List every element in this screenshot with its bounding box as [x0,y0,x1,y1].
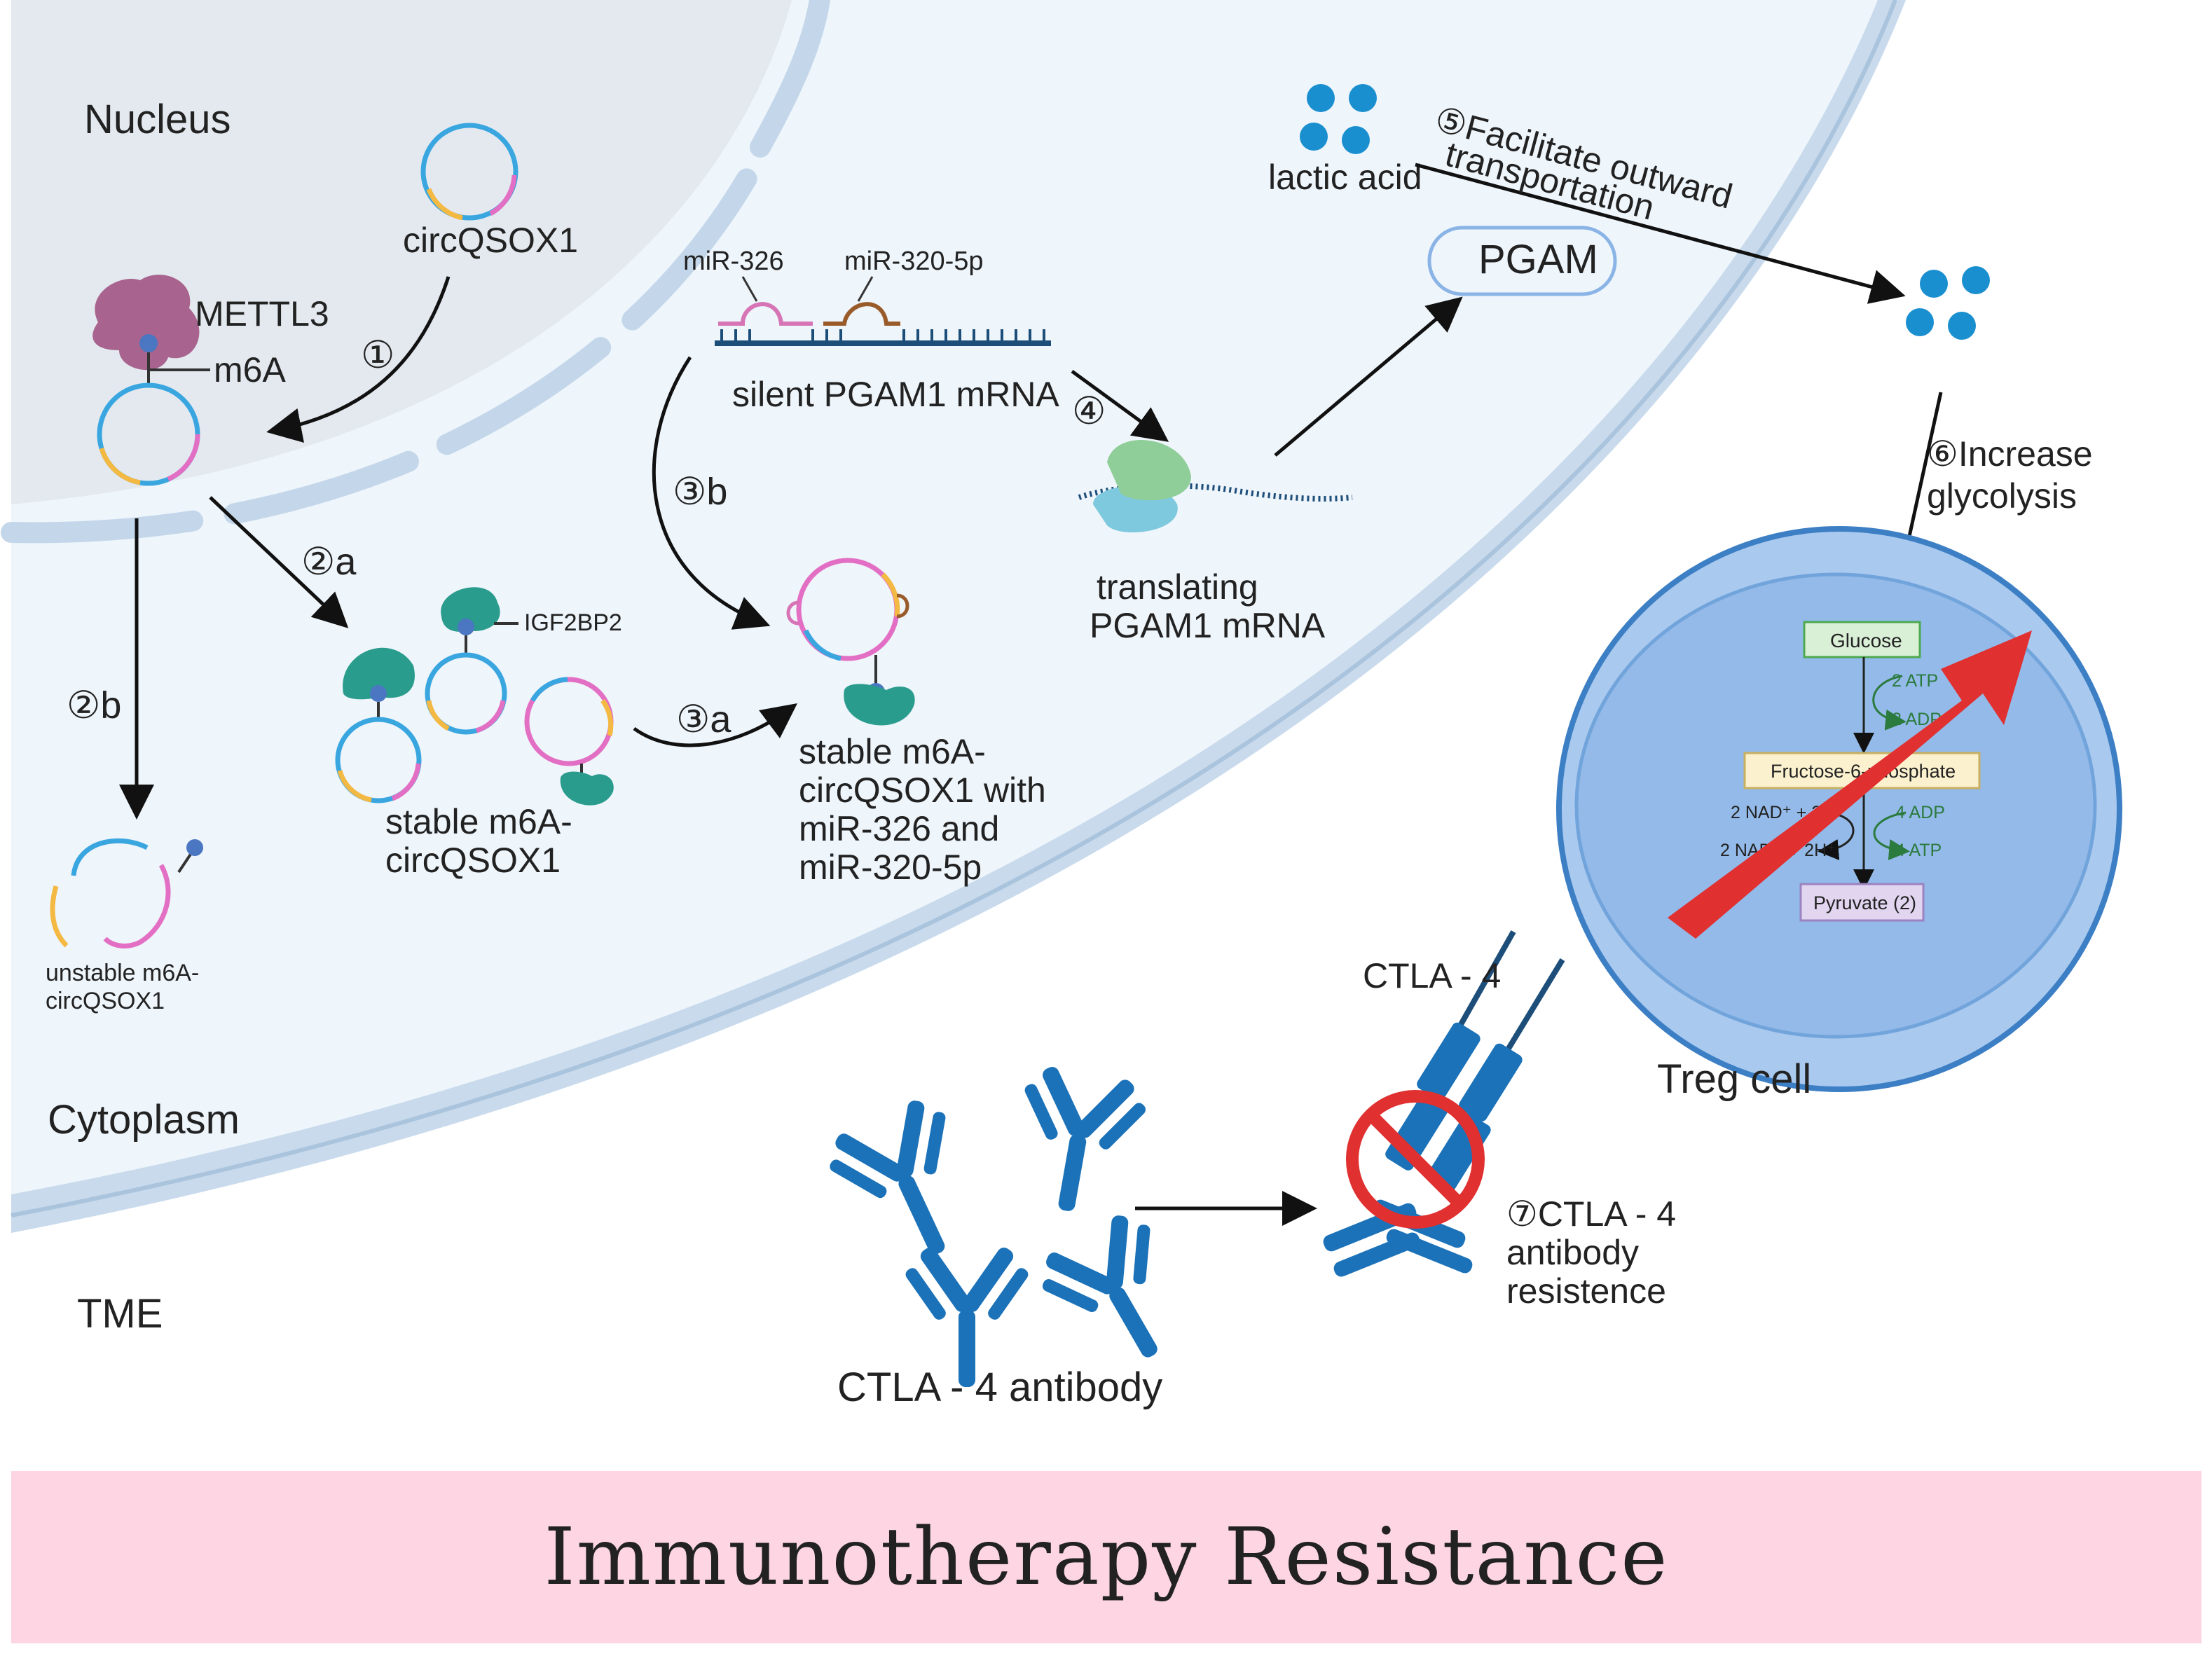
m6a-dot-icon [139,334,158,352]
complex-label-line2: circQSOX1 with [799,771,1046,810]
step4-arrow [1071,369,1169,442]
step7-label-line2: antibody [1506,1233,1639,1272]
tme-label: TME [77,1291,163,1337]
lactic-acid-label: lactic acid [1268,158,1422,197]
pyruvate-label: Pyruvate (2) [1813,892,1916,913]
ctla4-label: CTLA - 4 [1363,956,1501,995]
unstable-label-line1: unstable m6A- [46,960,199,986]
adp4-label: 4 ADP [1895,803,1945,822]
glucose-label: Glucose [1830,630,1902,651]
glucose-box [1803,621,1921,658]
step4-label: ④ [1072,390,1106,432]
step6-label-line1: ⑥Increase [1927,434,2093,474]
secreted-lactic-acid-icon [1906,266,1990,340]
circqsox1-ring-icon [420,123,518,221]
nuclear-envelope-inner [750,0,830,158]
step1-label: ① [361,334,394,376]
banner-title: Immunotherapy Resistance [544,1512,1669,1603]
step1-arrow [266,276,451,443]
mettl3-label: METTL3 [195,294,329,333]
step2a-label: ②a [301,541,357,583]
prohibition-icon [1346,1090,1485,1229]
stable-circ-label-line1: stable m6A- [385,802,572,841]
nuclear-envelope-outer [1,151,767,544]
atp4-label: 4 ATP [1895,841,1942,860]
pgam-protein-box [1427,226,1617,296]
step3b-arrow [652,356,771,630]
mir326-label: miR-326 [683,247,784,276]
ctla4-antibody-label: CTLA - 4 antibody [837,1365,1162,1410]
step2a-arrow [209,496,349,628]
free-antibodies-icon [830,1067,1157,1387]
complex-label-line4: miR-320-5p [799,848,982,887]
m6a-label: m6A [214,350,286,389]
treg-cell-label: Treg cell [1657,1056,1811,1102]
unstable-label-line2: circQSOX1 [46,988,165,1014]
lactic-acid-molecules-icon [1300,84,1377,154]
translation-to-pgam-arrow [1274,296,1463,457]
circ-mirna-complex-icon [786,558,915,726]
translating-label-line2: PGAM1 mRNA [1090,606,1326,645]
step3a-arrow [633,703,798,747]
complex-label-line1: stable m6A- [799,732,986,771]
mettl3-protein-icon [92,275,200,371]
unstable-circ-fragments-icon [50,838,203,948]
step3a-label: ③a [676,698,731,740]
step5-arrow [1415,163,1906,304]
circqsox1-label: circQSOX1 [403,221,578,260]
title-banner: Immunotherapy Resistance [11,1471,2201,1643]
step3b-label: ③b [673,471,727,513]
increase-glycolysis-red-arrow [1668,630,2032,939]
step6-label-line2: glycolysis [1927,476,2077,516]
step7-label-line1: ⑦CTLA - 4 [1506,1194,1676,1234]
igf2bp2-label: IGF2BP2 [524,609,622,636]
methylated-circ-ring-icon [97,382,200,486]
nucleus-region [11,0,792,504]
pyruvate-box [1799,883,1925,922]
ribosome-icon [1078,439,1353,532]
complex-label-line3: miR-326 and [799,809,999,848]
silent-mrna-label: silent PGAM1 mRNA [732,375,1059,414]
pgam-label: PGAM [1478,237,1598,282]
nucleus-label: Nucleus [84,97,231,142]
cytoplasm-membrane-line [11,0,1897,1217]
translating-label-line1: translating [1097,567,1258,607]
cytoplasm-label: Cytoplasm [48,1097,240,1143]
step2b-label: ②b [67,684,121,726]
igf2bp2-bound-circ-group [335,587,614,806]
stable-circ-label-line2: circQSOX1 [385,841,561,880]
atp2-label: 2 ATP [1892,671,1938,691]
mir320-label: miR-320-5p [844,247,984,276]
step7-label-line3: resistence [1506,1271,1666,1311]
silent-pgam1-mrna-strand [715,276,1051,346]
